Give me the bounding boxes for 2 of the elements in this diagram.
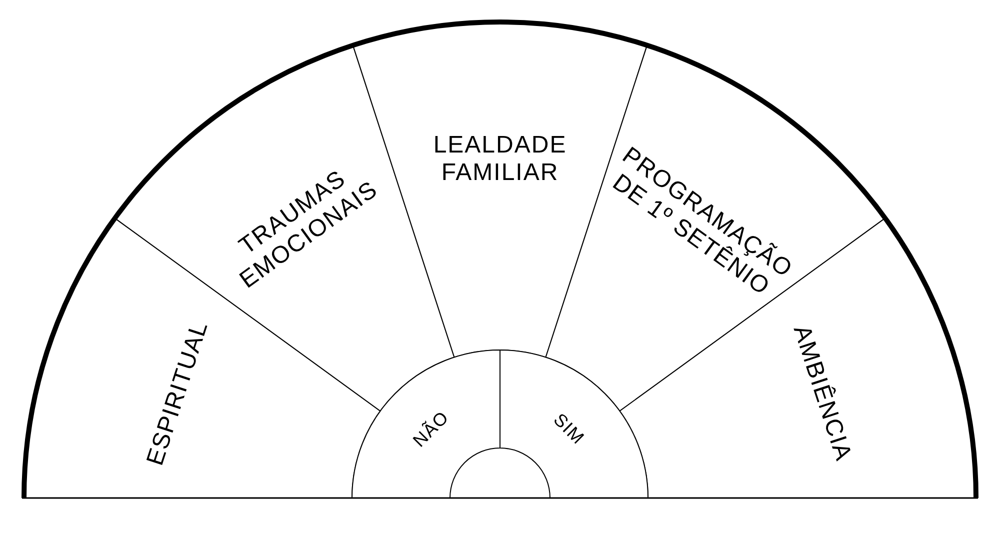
sector-label: SIM — [550, 409, 589, 448]
sector-label: LEALDADE FAMILIAR — [433, 132, 567, 186]
